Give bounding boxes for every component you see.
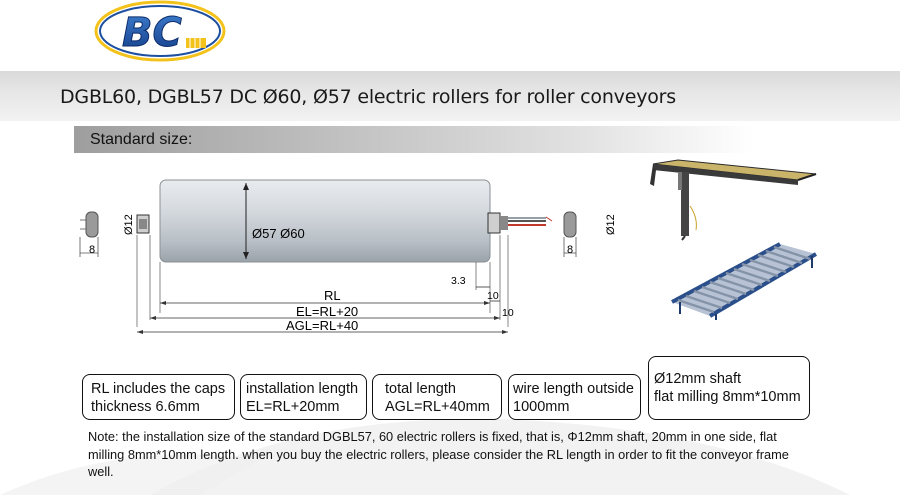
shaft-dia-right: Ø12 [605, 214, 617, 235]
spec-box-total-line2: AGL=RL+40mm [385, 399, 490, 415]
watermark-swoosh [0, 418, 850, 495]
section-label: Standard size: [90, 131, 193, 148]
spec-box-shaft: Ø12mm shaft flat milling 8mm*10mm [648, 356, 810, 420]
right-shaft-end [563, 211, 577, 257]
el-label: EL=RL+20 [296, 304, 358, 319]
spec-box-rl: RL includes the caps thickness 6.6mm [82, 374, 235, 420]
page-title: DGBL60, DGBL57 DC Ø60, Ø57 electric roll… [60, 86, 676, 108]
conveyor-photo-top [650, 159, 817, 241]
spec-box-shaft-line2: flat milling 8mm*10mm [654, 389, 801, 405]
spec-box-wire: wire length outside 1000mm [508, 374, 641, 420]
dim-10-lower: 10 [502, 307, 514, 319]
spec-box-rl-line2: thickness 6.6mm [91, 399, 200, 415]
section-bar [74, 126, 754, 153]
agl-label: AGL=RL+40 [286, 318, 358, 333]
installation-note: Note: the installation size of the stand… [88, 429, 789, 479]
title-bar [0, 71, 900, 121]
spec-box-installation-line2: EL=RL+20mm [246, 399, 340, 415]
cap-dimension: 3.3 [451, 275, 466, 287]
spec-box-total-line1: total length [385, 381, 456, 397]
rl-label: RL [324, 288, 341, 303]
dim-10-upper: 10 [487, 290, 499, 302]
spec-box-wire-line1: wire length outside [513, 381, 634, 397]
spec-box-shaft-line1: Ø12mm shaft [654, 371, 742, 387]
roller-tube [159, 179, 491, 263]
spec-box-wire-line2: 1000mm [513, 399, 570, 415]
shaft-dia-left: Ø12 [123, 214, 135, 235]
flat-width-left: 8 [89, 244, 95, 256]
spec-box-installation: installation length EL=RL+20mm [240, 374, 367, 420]
flat-width-right: 8 [567, 244, 573, 256]
tube-diameter: Ø57 Ø60 [252, 226, 305, 241]
logo-text: BC [122, 10, 182, 56]
spec-box-total: total length AGL=RL+40mm [372, 374, 502, 420]
company-logo: BC [94, 0, 226, 62]
spec-box-installation-line1: installation length [246, 381, 359, 397]
conveyor-photo-bottom [671, 242, 818, 320]
spec-box-rl-line1: RL includes the caps [91, 381, 226, 397]
roller-dimension-drawing: 8 Ø12 Ø57 Ø60 8 Ø12 3.3 10 RL EL=RL+20 1… [79, 179, 617, 334]
left-shaft-end [79, 211, 99, 257]
